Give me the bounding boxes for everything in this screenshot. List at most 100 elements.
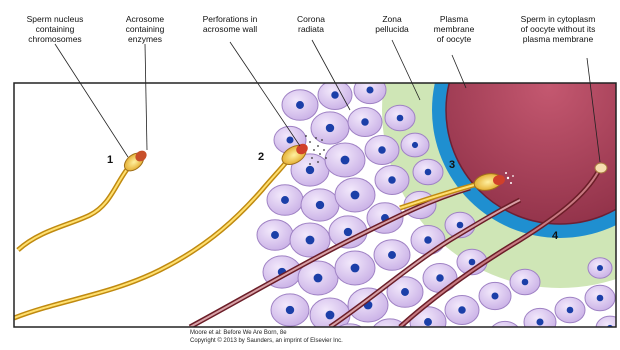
cell-nucleus	[412, 142, 418, 148]
cell-nucleus	[436, 274, 443, 281]
label-plasma-membrane: Plasma membrane of oocyte	[422, 14, 486, 44]
cell-nucleus	[607, 325, 613, 331]
perforation-dot	[325, 157, 327, 159]
corona-cell	[335, 178, 375, 212]
perforation-dot	[321, 139, 323, 141]
cell-nucleus	[351, 264, 360, 273]
cell-nucleus	[341, 156, 350, 165]
corona-cell	[311, 112, 349, 144]
cell-nucleus	[286, 136, 293, 143]
corona-cell	[374, 240, 410, 271]
corona-cell	[335, 251, 375, 285]
corona-cell	[510, 269, 540, 295]
perforation-dot	[317, 161, 319, 163]
cell-nucleus	[469, 259, 476, 266]
corona-cell	[479, 282, 511, 309]
cell-nucleus	[326, 311, 335, 320]
cell-nucleus	[314, 274, 323, 283]
corona-cell	[267, 185, 303, 216]
corona-cell	[489, 321, 521, 348]
corona-cell	[301, 189, 339, 221]
cell-nucleus	[316, 201, 324, 209]
cell-nucleus	[326, 124, 334, 132]
cell-nucleus	[386, 331, 394, 339]
corona-cell	[401, 133, 429, 157]
cell-nucleus	[281, 196, 289, 204]
label-sperm-nucleus: Sperm nucleus containing chromosomes	[10, 14, 100, 44]
corona-cell	[453, 331, 487, 350]
cell-nucleus	[344, 228, 352, 236]
cell-nucleus	[306, 236, 315, 245]
corona-cell	[423, 264, 457, 293]
corona-cell	[365, 136, 399, 165]
corona-cell	[588, 258, 612, 278]
stage-number-4: 4	[552, 230, 558, 242]
corona-cell	[375, 166, 409, 195]
perforation-dot	[313, 149, 315, 151]
corona-cell	[555, 297, 585, 323]
label-corona-radiata: Corona radiata	[280, 14, 342, 34]
cell-nucleus	[361, 118, 368, 125]
cell-nucleus	[425, 169, 432, 176]
label-sperm-in-cytoplasm: Sperm in cytoplasm of oocyte without its…	[500, 14, 616, 44]
corona-cell	[445, 296, 479, 325]
label-zona-pellucida: Zona pellucida	[360, 14, 424, 34]
copyright-credit: Moore et al: Before We Are Born, 8e Copy…	[190, 329, 343, 345]
cell-nucleus	[286, 306, 294, 314]
corona-cell	[565, 327, 595, 350]
corona-cell	[348, 288, 388, 322]
cell-nucleus	[522, 279, 529, 286]
perforation-dot	[315, 137, 317, 139]
cell-nucleus	[491, 292, 498, 299]
cell-nucleus	[346, 336, 354, 344]
stage-number-1: 1	[107, 154, 113, 166]
cell-nucleus	[296, 101, 304, 109]
cell-nucleus	[577, 337, 584, 344]
cell-nucleus	[271, 231, 279, 239]
cell-nucleus	[351, 191, 360, 200]
cell-nucleus	[458, 306, 465, 313]
cell-nucleus	[397, 115, 404, 122]
cell-nucleus	[597, 265, 603, 271]
corona-cell	[348, 108, 382, 137]
label-acrosome: Acrosome containing enzymes	[110, 14, 180, 44]
corona-cell	[411, 226, 445, 255]
corona-cell	[257, 220, 293, 251]
perforation-dot	[319, 153, 321, 155]
cell-nucleus	[501, 331, 508, 338]
stage-number-2: 2	[258, 151, 264, 163]
corona-cell	[525, 337, 555, 350]
cell-nucleus	[536, 318, 543, 325]
perforation-dot	[323, 149, 325, 151]
perforation-dot	[311, 157, 313, 159]
sperm-4-head	[595, 163, 607, 173]
cell-nucleus	[597, 295, 604, 302]
cell-nucleus	[388, 251, 396, 259]
corona-cell	[585, 285, 615, 311]
cell-nucleus	[306, 166, 314, 174]
cell-nucleus	[331, 91, 338, 98]
cell-nucleus	[401, 288, 409, 296]
cell-nucleus	[424, 236, 431, 243]
cell-nucleus	[567, 307, 574, 314]
cell-nucleus	[378, 146, 385, 153]
cell-nucleus	[466, 341, 473, 348]
perforation-dot	[305, 135, 307, 137]
corona-cell	[413, 159, 443, 185]
perforation-dot	[309, 141, 311, 143]
corona-cell	[271, 294, 309, 326]
cell-nucleus	[388, 176, 395, 183]
corona-cell	[282, 90, 318, 121]
corona-cell	[524, 308, 556, 335]
cell-nucleus	[366, 86, 373, 93]
perforation-dot	[309, 163, 311, 165]
corona-cell	[385, 105, 415, 131]
cell-nucleus	[424, 318, 432, 326]
label-perforations: Perforations in acrosome wall	[184, 14, 276, 34]
cell-nucleus	[457, 222, 464, 229]
perforation-dot	[317, 145, 319, 147]
corona-cell	[354, 76, 386, 103]
stage-number-3: 3	[449, 159, 455, 171]
